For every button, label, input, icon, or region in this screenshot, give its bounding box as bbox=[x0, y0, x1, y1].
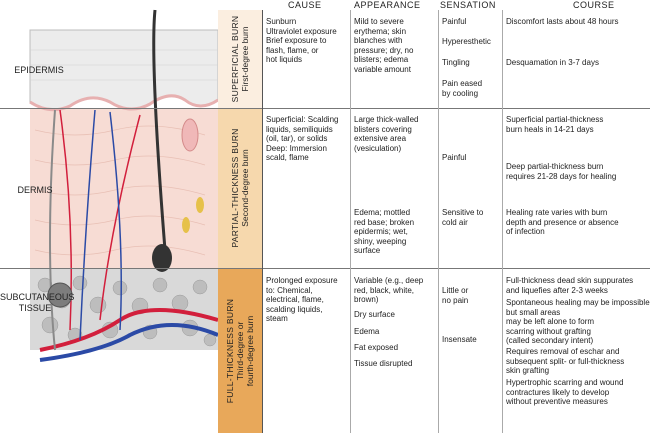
header-appearance: APPEARANCE bbox=[354, 0, 421, 10]
full-course: Spontaneous healing may be impossible bu… bbox=[506, 298, 650, 345]
full-appearance: Dry surface bbox=[354, 310, 395, 319]
partial-sensation: Sensitive to cold air bbox=[442, 208, 484, 227]
partial-course: Superficial partial-thickness burn heals… bbox=[506, 115, 604, 134]
header-course: COURSE bbox=[573, 0, 615, 10]
superficial-sensation: Hyperesthetic bbox=[442, 37, 491, 46]
partial-cause: Superficial: Scalding liquids, semiliqui… bbox=[266, 115, 339, 162]
partial-course: Deep partial-thickness burn requires 21-… bbox=[506, 162, 617, 181]
superficial-course: Desquamation in 3-7 days bbox=[506, 58, 599, 67]
full-sensation: Insensate bbox=[442, 335, 477, 344]
burn-subtitle: Second-degree burn bbox=[240, 149, 250, 227]
full-course: Hypertrophic scarring and wound contract… bbox=[506, 378, 624, 406]
vein bbox=[39, 323, 219, 362]
row-divider bbox=[0, 268, 650, 269]
full-course: Full-thickness dead skin suppurates and … bbox=[506, 276, 634, 295]
sensory-receptor bbox=[182, 217, 190, 233]
hair-bulb bbox=[152, 244, 172, 272]
superficial-appearance: Mild to severe erythema; skin blanches w… bbox=[354, 17, 414, 74]
burn-subtitle: Third-degree or fourth-degree burn bbox=[235, 315, 255, 386]
header-sensation: SENSATION bbox=[440, 0, 496, 10]
partial-course: Healing rate varies with burn depth and … bbox=[506, 208, 619, 236]
burn-title: SUPERFICIAL BURN bbox=[230, 15, 240, 103]
superficial-sensation: Painful bbox=[442, 17, 467, 26]
sensory-receptor bbox=[196, 197, 204, 213]
superficial-cause: Sunburn Ultraviolet exposure Brief expos… bbox=[266, 17, 337, 64]
full-appearance: Variable (e.g., deep red, black, white, … bbox=[354, 276, 424, 304]
full-appearance: Edema bbox=[354, 327, 380, 336]
sebaceous-gland bbox=[181, 118, 199, 152]
superficial-course: Discomfort lasts about 48 hours bbox=[506, 17, 619, 26]
superficial-sensation: Pain eased by cooling bbox=[442, 79, 483, 98]
full-appearance: Tissue disrupted bbox=[354, 359, 413, 368]
skin-cross-section-illustration bbox=[29, 9, 219, 362]
hair-shaft bbox=[152, 9, 167, 251]
layer-label-epidermis: EPIDERMIS bbox=[14, 65, 64, 75]
full-course: Requires removal of eschar and subsequen… bbox=[506, 347, 625, 375]
full-sensation: Little or no pain bbox=[442, 286, 469, 305]
column-divider bbox=[262, 10, 263, 433]
burn-subtitle: First-degree burn bbox=[240, 26, 250, 92]
layer-label-dermis: DERMIS bbox=[17, 185, 53, 195]
superficial-sensation: Tingling bbox=[442, 58, 470, 67]
nerve bbox=[49, 109, 56, 351]
column-divider bbox=[502, 10, 503, 433]
burn-title: FULL-THICKNESS BURN bbox=[225, 298, 235, 403]
column-divider bbox=[438, 10, 439, 433]
column-divider bbox=[350, 10, 351, 433]
header-cause: CAUSE bbox=[288, 0, 322, 10]
partial-appearance: Edema; mottled red base; broken epidermi… bbox=[354, 208, 415, 255]
partial-sensation: Painful bbox=[442, 153, 467, 162]
burn-title: PARTIAL-THICKNESS BURN bbox=[230, 128, 240, 248]
full-appearance: Fat exposed bbox=[354, 343, 399, 352]
row-divider bbox=[0, 108, 650, 109]
layer-label-subcutaneous: SUBCUTANEOUS TISSUE bbox=[0, 292, 75, 313]
full-cause: Prolonged exposure to: Chemical, electri… bbox=[266, 276, 338, 323]
partial-appearance: Large thick-walled blisters covering ext… bbox=[354, 115, 419, 153]
sweat-gland bbox=[47, 282, 73, 308]
